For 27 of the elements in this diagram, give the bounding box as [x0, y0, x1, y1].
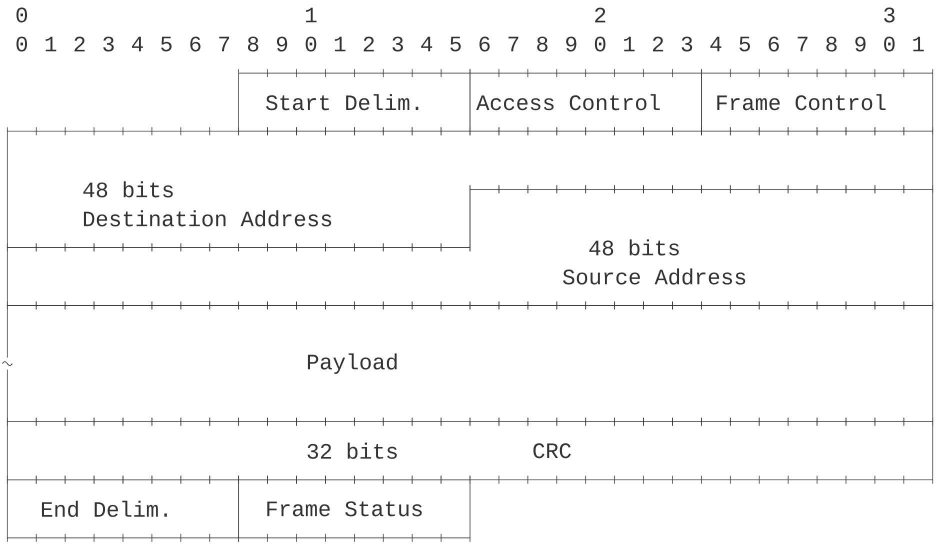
bit-number: 2 — [652, 36, 664, 52]
bit-number: 7 — [508, 36, 518, 52]
bit-number: 5 — [161, 36, 172, 52]
field-box: Frame Status — [238, 475, 470, 542]
bit-number: 3 — [103, 36, 114, 52]
bit-number: 6 — [190, 36, 200, 52]
bit-number: 6 — [480, 36, 490, 52]
field-box: Start Delim. — [238, 68, 470, 136]
bit-number: 0 — [16, 36, 28, 52]
field-box: Frame Control — [701, 68, 934, 136]
bit-number: 4 — [421, 36, 432, 52]
field-box: End Delim. — [6, 475, 239, 542]
field-box: Access Control — [470, 68, 702, 136]
bit-number: 4 — [710, 36, 722, 52]
field-box: Payload — [6, 301, 934, 426]
bit-number: 4 — [132, 36, 143, 52]
bit-number: 7 — [219, 36, 230, 52]
bit-number: 3 — [682, 36, 692, 52]
field-box: 32 bits CRC — [6, 417, 934, 484]
bit-number: 1 — [306, 8, 316, 22]
bit-number: 5 — [740, 36, 750, 52]
bit-number: 2 — [595, 8, 606, 22]
bit-number: 3 — [884, 8, 895, 22]
bit-number: 2 — [74, 36, 85, 52]
bit-number: 5 — [450, 36, 461, 52]
bit-number: 1 — [46, 36, 56, 52]
bit-number: 0 — [16, 8, 28, 22]
